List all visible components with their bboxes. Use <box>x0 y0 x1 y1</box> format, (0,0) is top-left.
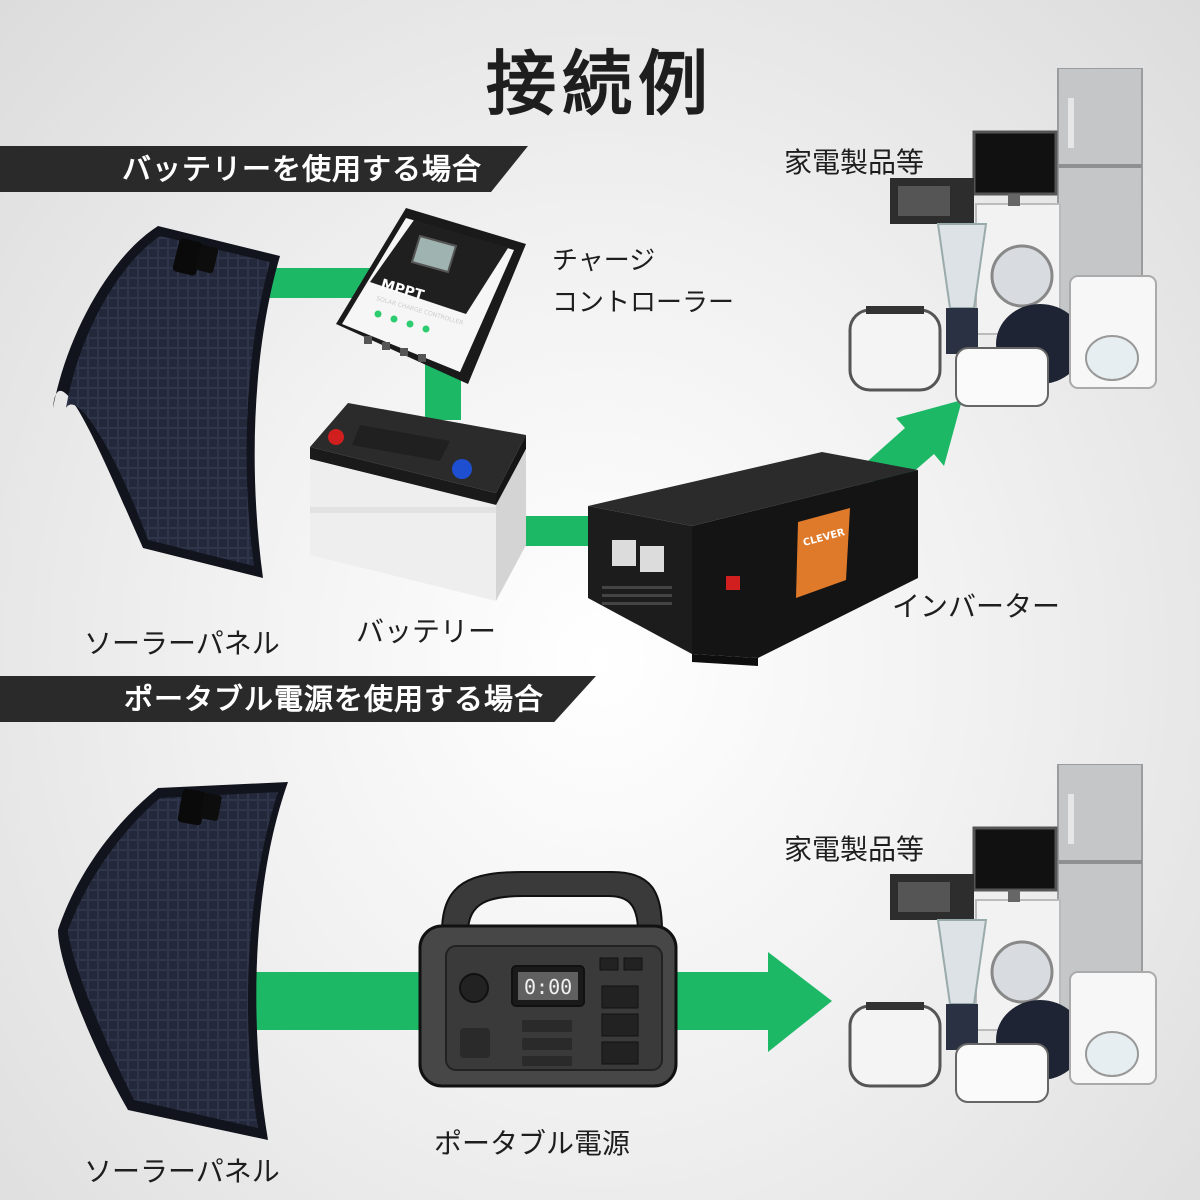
controller-label-line1: チャージ <box>552 246 656 276</box>
solar-panel-label: ソーラーパネル <box>84 627 280 660</box>
inverter-image: CLEVER <box>588 452 918 666</box>
section-banner-battery: バッテリーを使用する場合 <box>0 146 528 192</box>
inverter-label: インバーター <box>892 590 1061 623</box>
power-station-label: ポータブル電源 <box>434 1127 631 1160</box>
solar-panel-image <box>58 782 288 1140</box>
battery-image <box>310 403 526 601</box>
section-banner-portable: ポータブル電源を使用する場合 <box>0 676 596 722</box>
appliances-image <box>848 764 1157 1103</box>
charge-controller-image: MPPT SOLAR CHARGE CONTROLLER <box>336 208 526 384</box>
solar-panel-label: ソーラーパネル <box>84 1155 280 1188</box>
appliances-image <box>848 68 1157 407</box>
power-station-display: 0:00 <box>524 975 572 999</box>
solar-panel-image <box>53 226 280 578</box>
controller-label-line2: コントローラー <box>552 288 735 318</box>
appliances-label: 家電製品等 <box>784 146 925 179</box>
battery-label: バッテリー <box>356 615 497 648</box>
appliances-label: 家電製品等 <box>784 833 925 866</box>
arrow-power-station-to-appliances <box>668 952 832 1052</box>
page-title: 接続例 <box>486 43 714 125</box>
portable-power-station-image: 0:00 <box>418 871 678 1088</box>
